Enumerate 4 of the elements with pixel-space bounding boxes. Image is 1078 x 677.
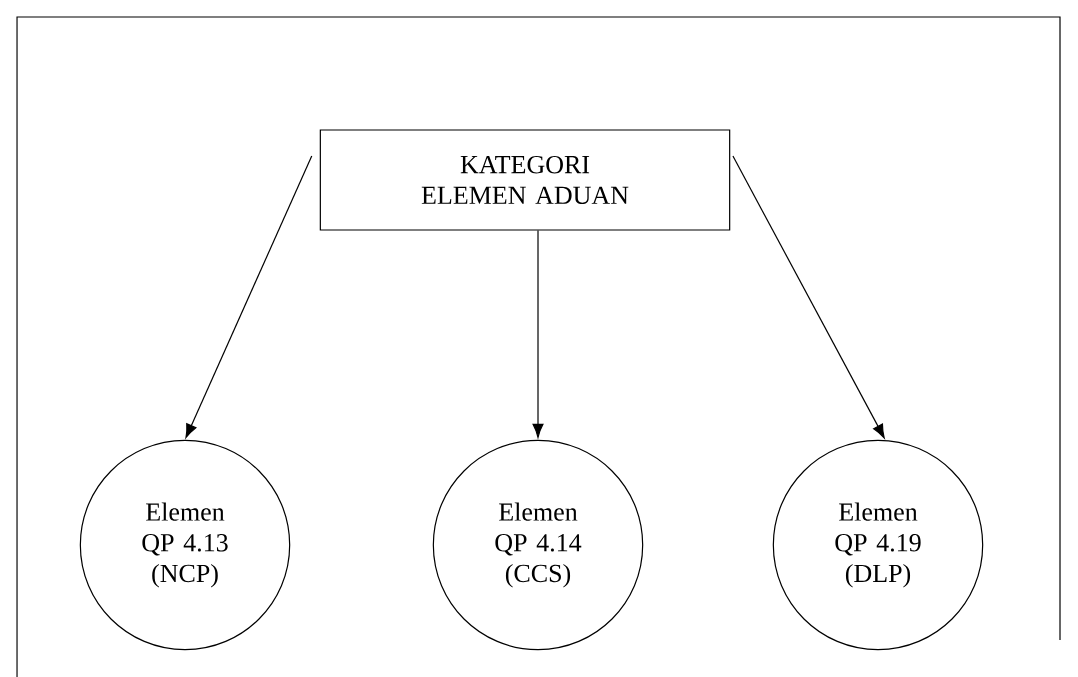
- arrow: [185, 155, 313, 439]
- arrow: [732, 155, 885, 439]
- arrow: [532, 230, 544, 438]
- category-box: KATEGORI ELEMEN ADUAN: [319, 129, 731, 231]
